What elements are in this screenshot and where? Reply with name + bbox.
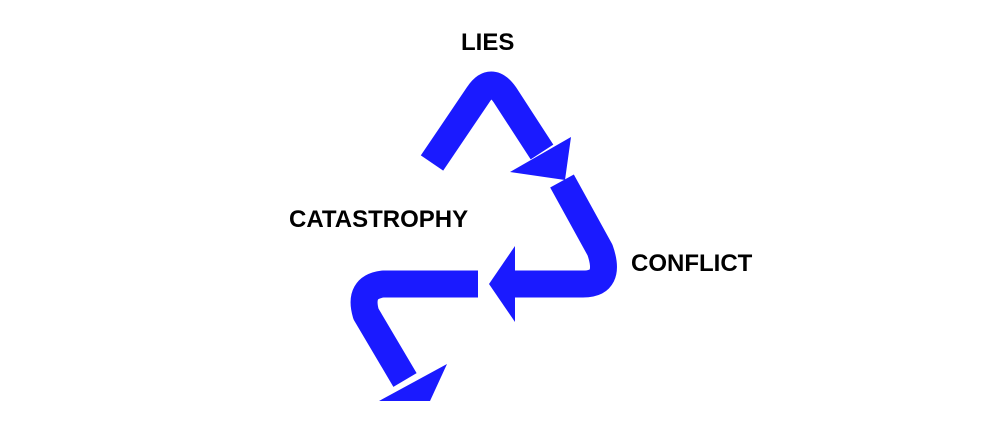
arrowhead-icon — [510, 137, 571, 180]
label-catastrophy: CATASTROPHY — [289, 206, 469, 233]
label-lies: LIES — [461, 29, 515, 56]
arrow-conflict-to-catastrophy — [489, 174, 617, 322]
arrowhead-icon — [489, 246, 515, 322]
arrow-shaft — [505, 174, 617, 298]
arrowhead-icon — [379, 364, 447, 401]
arrow-catastrophy-to-lies — [350, 270, 478, 401]
arrow-lies-to-conflict — [420, 71, 571, 180]
label-conflict: CONFLICT — [631, 250, 753, 277]
arrow-shaft — [350, 270, 478, 387]
arrow-shaft — [420, 71, 554, 171]
